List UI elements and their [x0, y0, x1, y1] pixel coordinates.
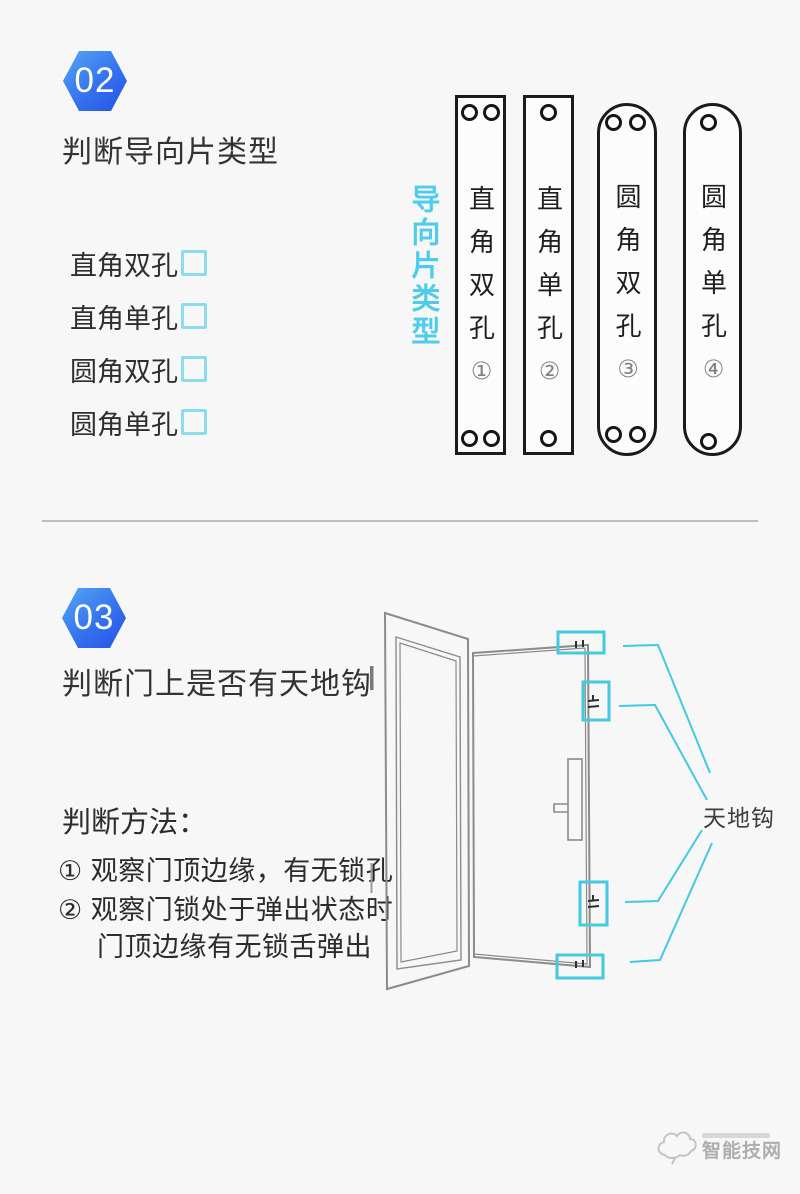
hook-box-lower — [578, 880, 609, 927]
step-03-badge: 03 — [62, 588, 126, 648]
plate-hole — [700, 433, 717, 450]
door-panel — [471, 643, 592, 969]
guide-plate-square-single: 直角单孔② — [523, 95, 574, 455]
hook-bolt-marks — [575, 640, 600, 968]
plate-number: ① — [467, 357, 495, 402]
hook-box-bottom — [555, 953, 605, 980]
plate-hole — [629, 426, 646, 443]
door-handle — [553, 803, 568, 813]
checklist-item-round-double: 圆角双孔 — [70, 350, 207, 389]
checklist-item-square-single: 直角单孔 — [70, 297, 207, 336]
section-02-title: 判断导向片类型 — [62, 136, 279, 169]
plate-label: 直角双孔① — [465, 185, 496, 402]
checklist-item-round-single: 圆角单孔 — [70, 403, 207, 442]
plate-label-text: 直角双孔 — [465, 185, 496, 357]
method-step-2-continued: 门顶边缘有无锁舌弹出 — [97, 932, 372, 962]
door-diagram — [370, 611, 713, 991]
plate-label-text: 圆角单孔 — [697, 183, 728, 355]
checklist-label: 直角单孔 — [70, 304, 178, 334]
checklist-item-square-double: 直角双孔 — [70, 244, 207, 283]
plate-label-text: 直角单孔 — [533, 185, 564, 357]
checklist-label: 直角双孔 — [70, 251, 178, 281]
watermark-site-name: 智能技网 — [702, 1141, 783, 1162]
checkbox-icon — [181, 355, 207, 382]
hook-label: 天地钩 — [703, 805, 775, 831]
method-heading: 判断方法： — [62, 807, 208, 839]
cloud-logo-icon — [657, 1131, 697, 1165]
checkbox-icon — [181, 408, 207, 435]
step-02-badge: 02 — [63, 51, 127, 111]
watermark: 智能技网 — [656, 1122, 800, 1172]
hook-connector-lines — [618, 643, 713, 963]
checkbox-icon — [181, 249, 207, 276]
watermark-text: 智能技网 — [702, 1133, 782, 1161]
checklist-label: 圆角单孔 — [70, 410, 178, 440]
plate-hole — [605, 426, 622, 443]
step-02-badge-number: 02 — [74, 61, 116, 100]
door-lock-body — [553, 758, 583, 841]
plate-label: 圆角双孔③ — [612, 183, 642, 400]
plate-label-text: 圆角双孔 — [612, 183, 642, 355]
plate-label: 直角单孔② — [533, 185, 564, 402]
guide-plate-type-vertical-label: 导向片类型 — [406, 184, 439, 349]
plate-hole — [483, 104, 500, 121]
plate-hole — [629, 114, 646, 131]
checkbox-icon — [181, 302, 207, 329]
guide-plate-round-single: 圆角单孔④ — [683, 103, 742, 456]
watermark-small-text — [702, 1133, 770, 1138]
plate-hole — [605, 114, 622, 131]
plate-hole — [483, 430, 500, 447]
plate-hole — [700, 114, 717, 131]
plate-hole — [461, 104, 478, 121]
plate-number: ③ — [614, 355, 641, 400]
edge-artifact — [370, 666, 374, 690]
plate-hole — [540, 104, 557, 121]
plate-label: 圆角单孔④ — [697, 183, 728, 400]
plate-number: ④ — [699, 355, 727, 400]
checklist-label: 圆角双孔 — [70, 357, 178, 387]
guide-plate-round-double: 圆角双孔③ — [597, 103, 657, 456]
hook-box-upper — [581, 680, 611, 722]
step-03-badge-number: 03 — [73, 598, 115, 637]
method-step-1: ① 观察门顶边缘，有无锁孔 — [58, 856, 394, 886]
method-step-2: ② 观察门锁处于弹出状态时 — [58, 895, 394, 925]
door-frame — [383, 611, 471, 991]
plate-hole — [540, 430, 557, 447]
plate-hole — [461, 430, 478, 447]
hook-box-top — [556, 630, 606, 655]
hook-highlight-boxes — [555, 630, 611, 980]
plate-number: ② — [535, 357, 563, 402]
section-divider — [42, 520, 758, 522]
section-03-title: 判断门上是否有天地钩 — [62, 668, 372, 701]
guide-plate-square-double: 直角双孔① — [455, 95, 506, 455]
